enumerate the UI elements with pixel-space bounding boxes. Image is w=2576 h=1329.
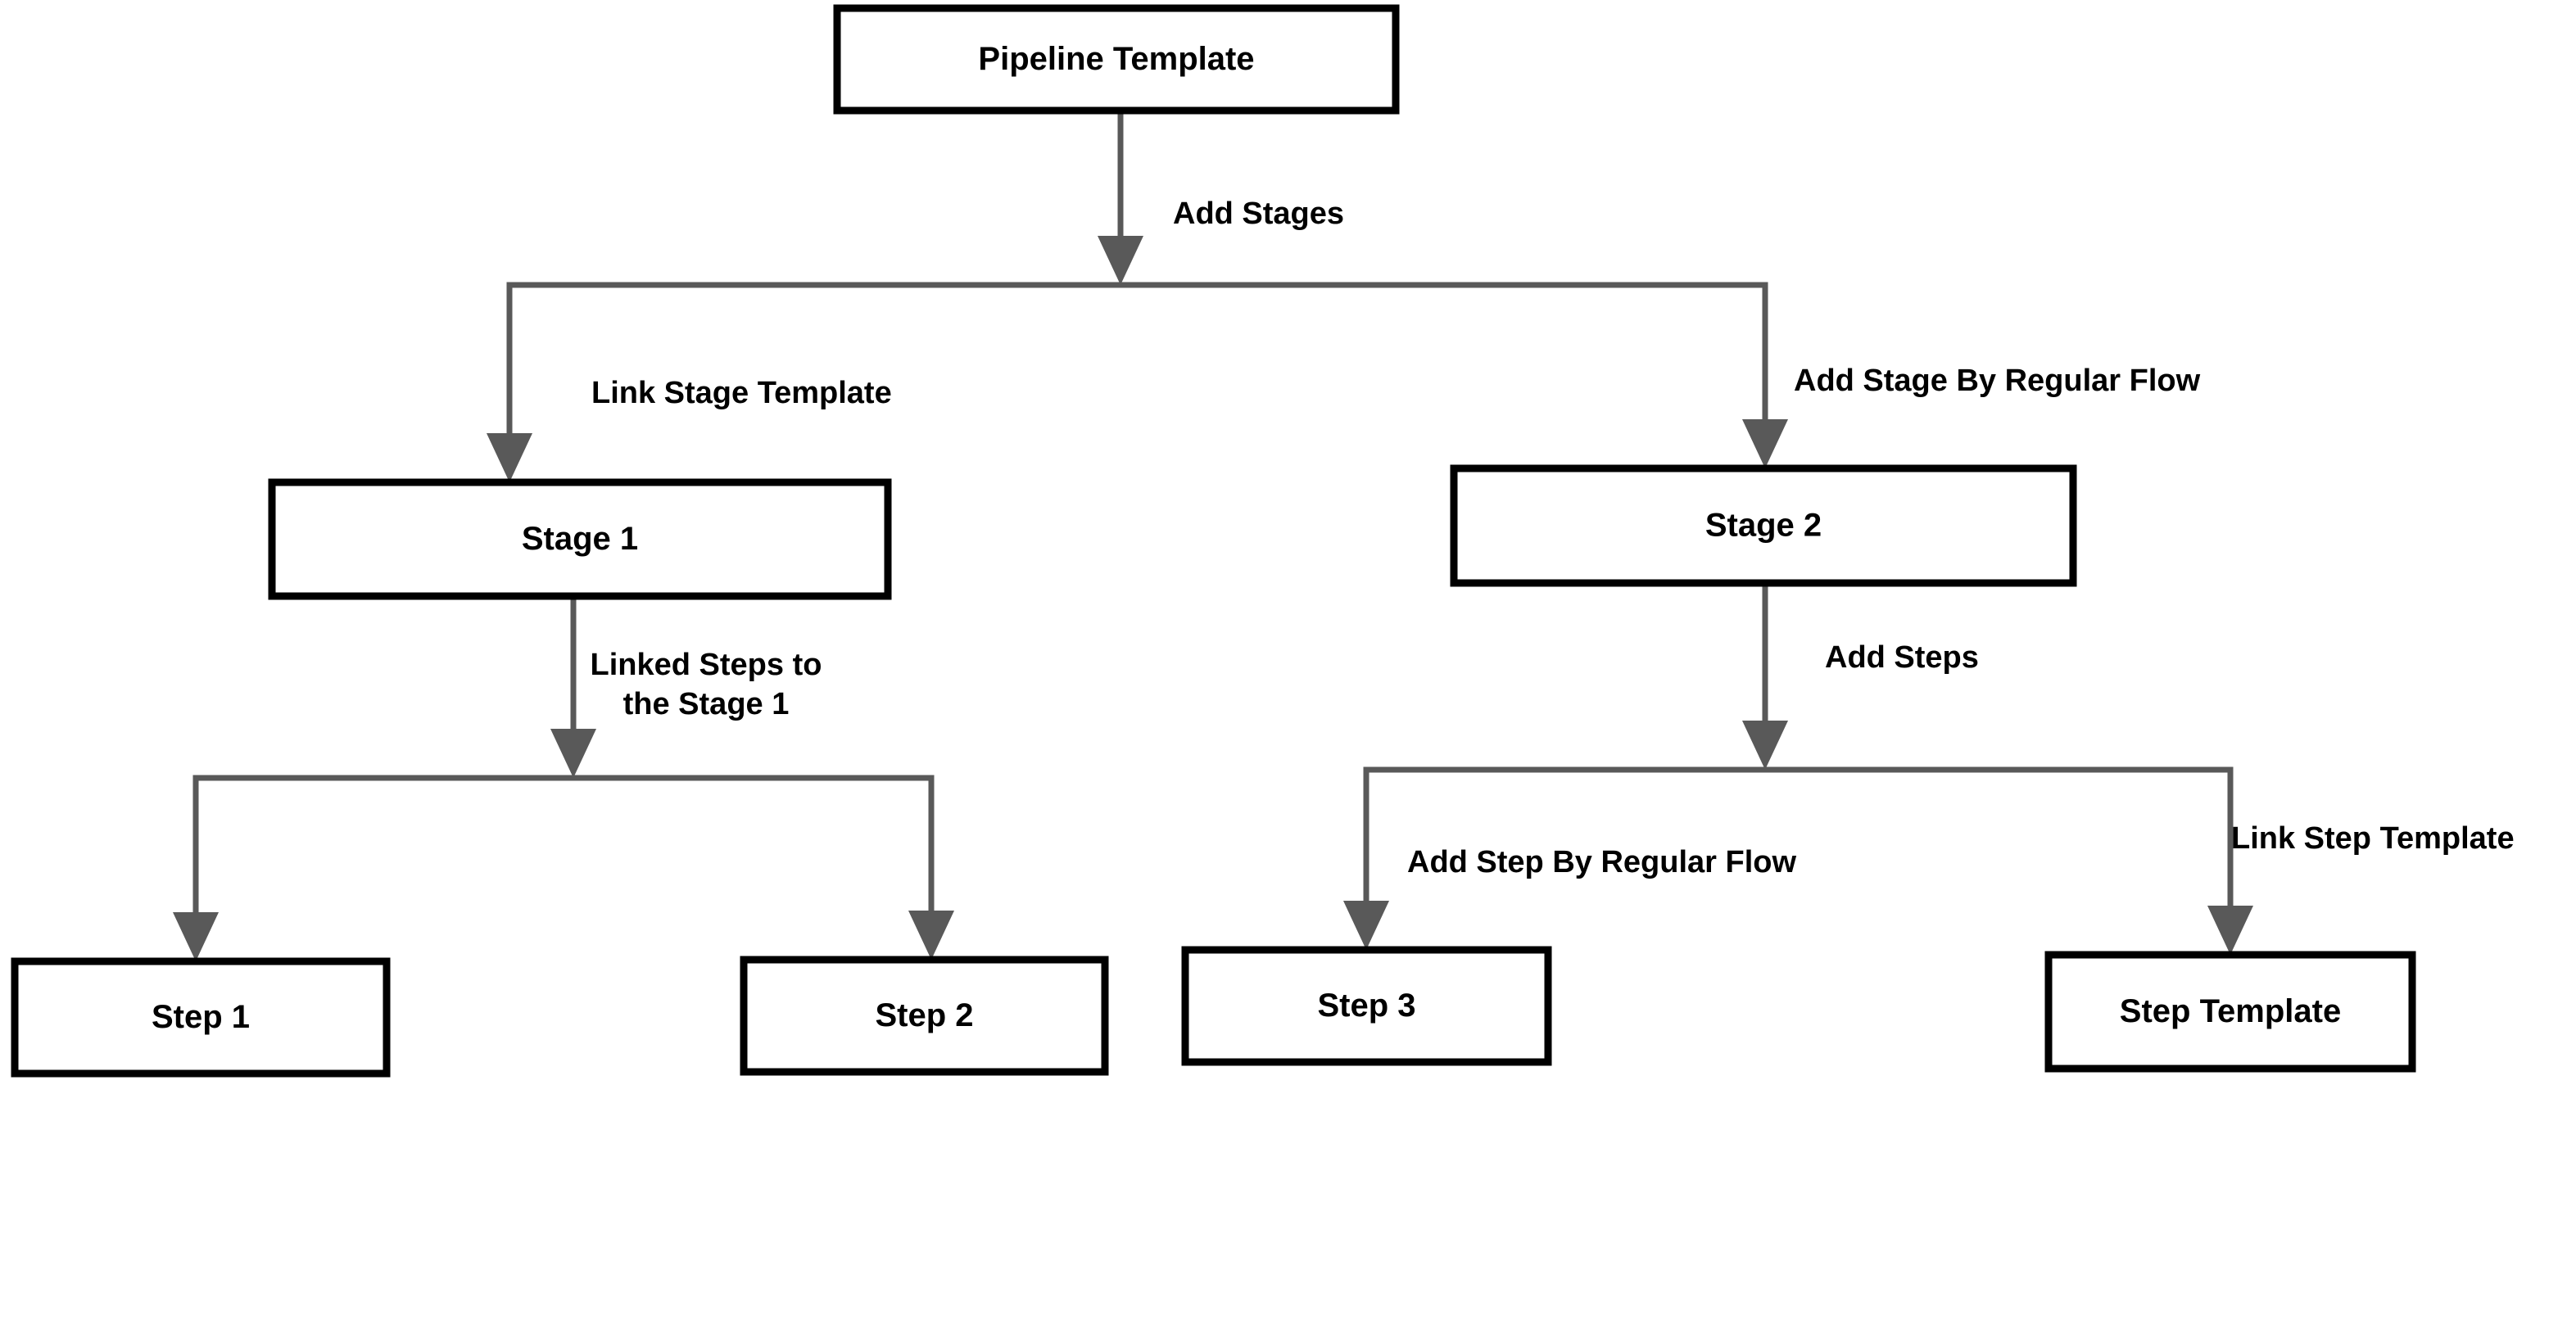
connector-label-line: Add Stages: [1173, 197, 1344, 231]
node-box[interactable]: [1181, 946, 1552, 1066]
node-stage-1[interactable]: Stage 1: [268, 478, 892, 600]
connector-label-edge-step-bus-to-step-3: Add Step By Regular Flow: [1407, 845, 1796, 879]
node-box[interactable]: [268, 478, 892, 600]
connector-label-edge-stage-2-to-step-bus: Add Steps: [1825, 640, 1979, 675]
connector-edge-bus-to-stage-2: [1120, 282, 1788, 468]
connector-label-line: Add Steps: [1825, 640, 1979, 675]
arrowhead-icon: [908, 911, 954, 960]
connector-edge-bus-to-stage-1: [487, 282, 1120, 482]
connector-label-edge-bus-to-stage-2: Add Stage By Regular Flow: [1794, 364, 2201, 398]
connectors-layer: [173, 111, 2253, 961]
arrowhead-icon: [1742, 721, 1788, 770]
connector-edge-step-bus-to-step-template: [1765, 766, 2253, 955]
node-box[interactable]: [11, 957, 391, 1078]
arrowhead-icon: [487, 433, 532, 482]
connector-label-line: Link Stage Template: [591, 376, 892, 410]
connector-edge-stage-2-to-step-bus: [1742, 583, 1788, 770]
arrowhead-icon: [1742, 419, 1788, 468]
connector-label-edge-stage-1-to-step-bus: Linked Steps to the Stage 1: [591, 648, 822, 721]
connector-label-line: Link Step Template: [2231, 821, 2515, 856]
connector-edge-step-bus-to-step-1: [173, 775, 573, 961]
connector-line: [192, 775, 573, 932]
node-label: Step 2: [875, 997, 973, 1033]
node-step-1[interactable]: Step 1: [11, 957, 391, 1078]
connector-line: [1765, 766, 2234, 925]
arrowhead-icon: [1343, 901, 1389, 950]
arrowhead-icon: [550, 729, 596, 778]
node-label: Step Template: [2120, 993, 2341, 1029]
arrowhead-icon: [2207, 906, 2253, 955]
connector-line: [1120, 282, 1768, 439]
arrowhead-icon: [1098, 236, 1143, 285]
node-box[interactable]: [2044, 951, 2416, 1073]
connector-label-edge-step-bus-to-step-template: Link Step Template: [2231, 821, 2515, 856]
node-box[interactable]: [740, 956, 1109, 1076]
node-step-2[interactable]: Step 2: [740, 956, 1109, 1076]
node-label: Stage 2: [1705, 508, 1822, 544]
connector-edge-step-bus-to-step-3: [1343, 766, 1765, 950]
connector-line: [1363, 766, 1765, 920]
node-label: Step 1: [152, 999, 250, 1035]
node-label: Stage 1: [522, 521, 638, 557]
connector-label-line: Add Stage By Regular Flow: [1794, 364, 2201, 398]
node-box[interactable]: [1450, 464, 2077, 587]
connector-label-edge-bus-to-stage-1: Link Stage Template: [591, 376, 892, 410]
connector-label-line: Linked Steps to: [591, 648, 822, 682]
node-box[interactable]: [833, 4, 1400, 115]
node-label: Pipeline Template: [978, 41, 1254, 77]
connector-edge-stage-1-to-step-bus: [550, 596, 596, 778]
connector-line: [573, 775, 935, 930]
node-pipeline-template[interactable]: Pipeline Template: [833, 4, 1400, 115]
connector-label-line: Add Step By Regular Flow: [1407, 845, 1796, 879]
connector-edge-step-bus-to-step-2: [573, 775, 954, 960]
node-label: Step 3: [1317, 988, 1415, 1024]
connector-line: [506, 282, 1120, 453]
connector-label-edge-pipeline-to-bus: Add Stages: [1173, 197, 1344, 231]
connector-label-line: the Stage 1: [623, 687, 790, 721]
node-stage-2[interactable]: Stage 2: [1450, 464, 2077, 587]
connector-edge-pipeline-to-bus: [1098, 111, 1143, 285]
node-step-template[interactable]: Step Template: [2044, 951, 2416, 1073]
arrowhead-icon: [173, 912, 219, 961]
node-step-3[interactable]: Step 3: [1181, 946, 1552, 1066]
